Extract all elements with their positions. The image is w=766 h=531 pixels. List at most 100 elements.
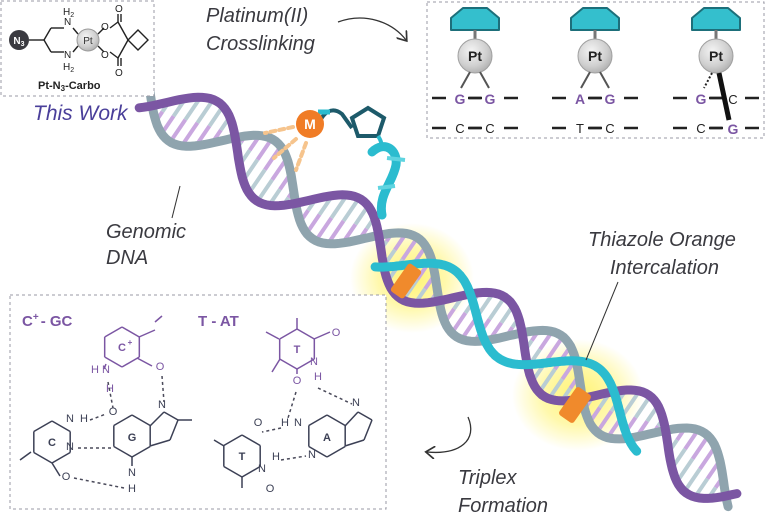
pt-atom — [457, 38, 493, 74]
g-nh2-n: N — [128, 467, 136, 479]
thymine-bond — [213, 439, 225, 447]
pt-bond-interstrand — [716, 72, 732, 121]
a-n1: N — [308, 449, 316, 461]
hydrogen-bond — [107, 381, 114, 409]
compound-nh-top: NH2 — [63, 7, 74, 28]
c-plus-bond — [136, 357, 153, 367]
bottom-base-right: C — [485, 121, 494, 136]
c-o: O — [62, 471, 71, 483]
hydrogen-bond — [161, 375, 165, 403]
pt-bond-left — [703, 72, 713, 89]
compound-box — [0, 0, 155, 97]
bottom-base-left: T — [576, 121, 584, 136]
adenine-five-ring — [344, 411, 359, 427]
cgc-triplet: C+ONHHGONNHCNHNO — [19, 315, 192, 495]
cytosine-ring — [33, 451, 53, 464]
pt-n3-carbo-structure — [29, 14, 149, 66]
guanine-five-ring — [149, 439, 171, 447]
adenine-five-ring — [357, 411, 373, 421]
c-plus-ring-label: C — [118, 342, 126, 354]
t-top-h: H — [314, 371, 322, 383]
cytosine-ring — [51, 451, 71, 464]
platinum-label-line2: Crosslinking — [206, 33, 315, 55]
hydrogen-bond — [73, 477, 125, 489]
thymine-bond — [313, 331, 331, 340]
triplex-label-line2: Formation — [458, 495, 549, 517]
t-bottom-o-top: O — [254, 417, 263, 429]
metal-center — [296, 110, 324, 138]
protonated-cytosine-ring — [121, 356, 140, 368]
guanine-five-ring — [169, 419, 179, 441]
compound-o-keto-bottom: O — [115, 68, 123, 79]
triplex-structures: C+ONHHGONNHCNHNOTONHOANNHNTONHO — [19, 315, 373, 495]
protonated-cytosine-ring — [104, 326, 123, 338]
pt-bond-left — [580, 71, 591, 89]
pt-atom — [698, 38, 734, 74]
top-base-left: A — [575, 91, 585, 107]
hoogsteen-thymine-ring — [296, 328, 315, 340]
guanine-six-ring — [131, 445, 151, 458]
hydrogen-bond — [317, 387, 353, 405]
azide-ball — [9, 30, 29, 50]
rung-half-b — [682, 467, 702, 493]
cytosine-bond — [19, 451, 32, 461]
c-plus-ring-sup: + — [128, 338, 133, 347]
adenine-five-ring — [363, 419, 373, 441]
cytosine-ring — [33, 420, 53, 433]
bottom-base-right: G — [728, 121, 739, 137]
bottom-base-left: C — [455, 121, 464, 136]
compound-pt-atom — [76, 28, 100, 52]
pt-label: Pt — [588, 48, 602, 64]
a-nh-h: H — [281, 417, 289, 429]
compound-pt-label: Pt — [83, 36, 93, 47]
c-plus-n: N — [102, 364, 110, 376]
hydrogen-bond — [287, 391, 297, 419]
adenine-six-ring — [326, 414, 346, 427]
top-base-right: G — [605, 91, 616, 107]
genomic-strand-purple — [134, 92, 742, 503]
c-plus-bond — [138, 329, 156, 338]
protonated-cytosine-ring — [121, 326, 140, 338]
platinum-arrow — [337, 17, 406, 40]
a-ring-label: A — [323, 432, 331, 444]
tat-title: T - AT — [198, 313, 239, 330]
azide-label: N3 — [13, 36, 24, 48]
triplex-forming-strand — [370, 258, 642, 456]
g-n7: N — [158, 399, 166, 411]
triplex-label-line1: Triplex — [458, 467, 517, 489]
platinum-label-line1: Platinum(II) — [206, 5, 309, 27]
cyan-tail-tick-2 — [377, 184, 396, 190]
compound-o-bottom: O — [101, 50, 109, 61]
guanine-six-ring — [113, 445, 133, 458]
thiazole-orange-upper — [390, 263, 422, 299]
thymine-bond — [265, 331, 280, 340]
pt-bond-left — [460, 71, 471, 89]
c-plus-bond — [154, 315, 163, 323]
c-h: H — [80, 413, 88, 425]
g-o: O — [109, 406, 118, 418]
bottom-base-left: C — [696, 121, 705, 136]
compound-o-keto-top: O — [115, 4, 123, 15]
pt-ligand-cap — [691, 7, 741, 31]
bottom-base-right: C — [605, 121, 614, 136]
genomic-pointer — [171, 185, 181, 219]
adenine-six-ring — [308, 445, 328, 458]
c-n3: N — [66, 441, 74, 453]
genomic-label-line2: DNA — [106, 247, 149, 269]
g-ring-label: G — [128, 432, 137, 444]
thymine-bond — [271, 358, 281, 373]
watson-crick-thymine-ring — [241, 434, 261, 447]
a-nh-n: N — [294, 417, 302, 429]
c-plus-h: H — [91, 364, 99, 376]
top-base-left: G — [455, 91, 466, 107]
compound-o-top: O — [101, 22, 109, 33]
guanine-five-ring — [163, 411, 179, 421]
t-top-n: N — [310, 356, 318, 368]
t-bottom-n: N — [258, 463, 266, 475]
hoogsteen-thymine-ring — [279, 328, 298, 340]
thiazole-pointer — [585, 281, 619, 361]
triplex-arrow — [427, 416, 472, 452]
